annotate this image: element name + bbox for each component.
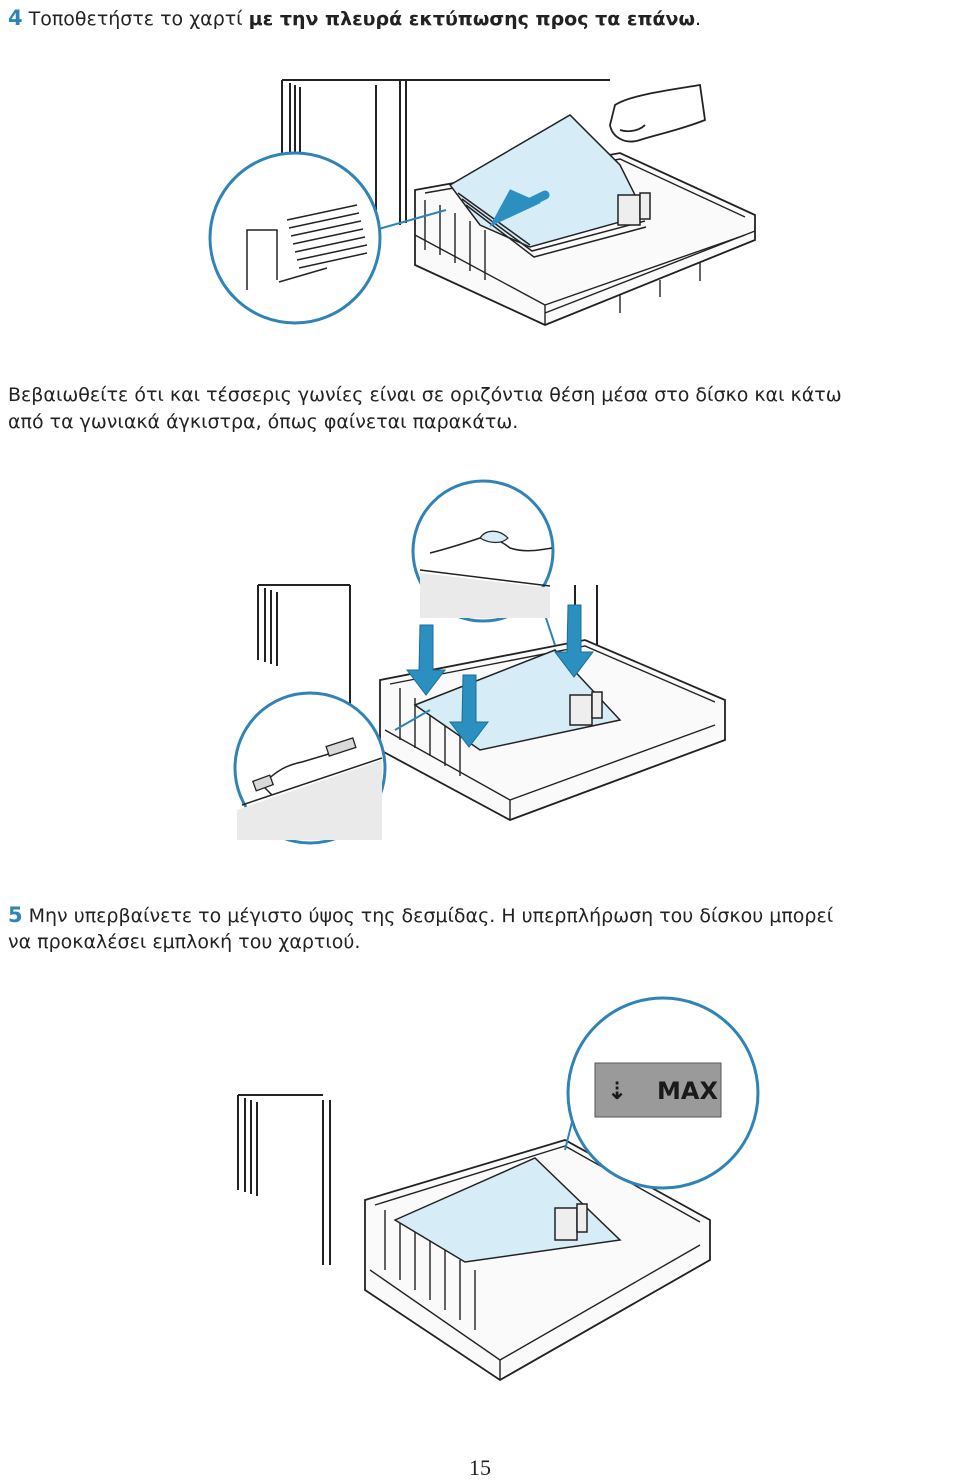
step-text-end: . <box>695 8 702 30</box>
step-5-line-2: να προκαλέσει εμπλοκή του χαρτιού. <box>8 931 361 953</box>
page-number: 15 <box>469 1455 491 1480</box>
callout-corner-hook-left <box>232 690 392 850</box>
callout-corner-hook-top <box>410 478 560 628</box>
callout-max-label: ⇣ MAX <box>565 995 765 1195</box>
step-text: Μην υπερβαίνετε το μέγιστο ύψος της δεσμ… <box>28 905 834 927</box>
corners-line-2: από τα γωνιακά άγκιστρα, όπως φαίνεται π… <box>8 411 519 433</box>
figure-load-paper <box>200 75 760 355</box>
corners-line-1: Βεβαιωθείτε ότι και τέσσερις γωνίες είνα… <box>8 384 842 406</box>
max-arrow-icon: ⇣ <box>607 1077 627 1105</box>
step-text: Τοποθετήστε το χαρτί <box>28 8 249 30</box>
max-label-text: MAX <box>657 1077 718 1105</box>
figure-corner-hooks <box>255 580 735 840</box>
step-number: 5 <box>8 903 23 927</box>
callout-paper-edge <box>207 150 387 330</box>
step-number: 4 <box>8 6 23 30</box>
step-text-bold: με την πλευρά εκτύπωσης προς τα επάνω <box>248 8 696 30</box>
